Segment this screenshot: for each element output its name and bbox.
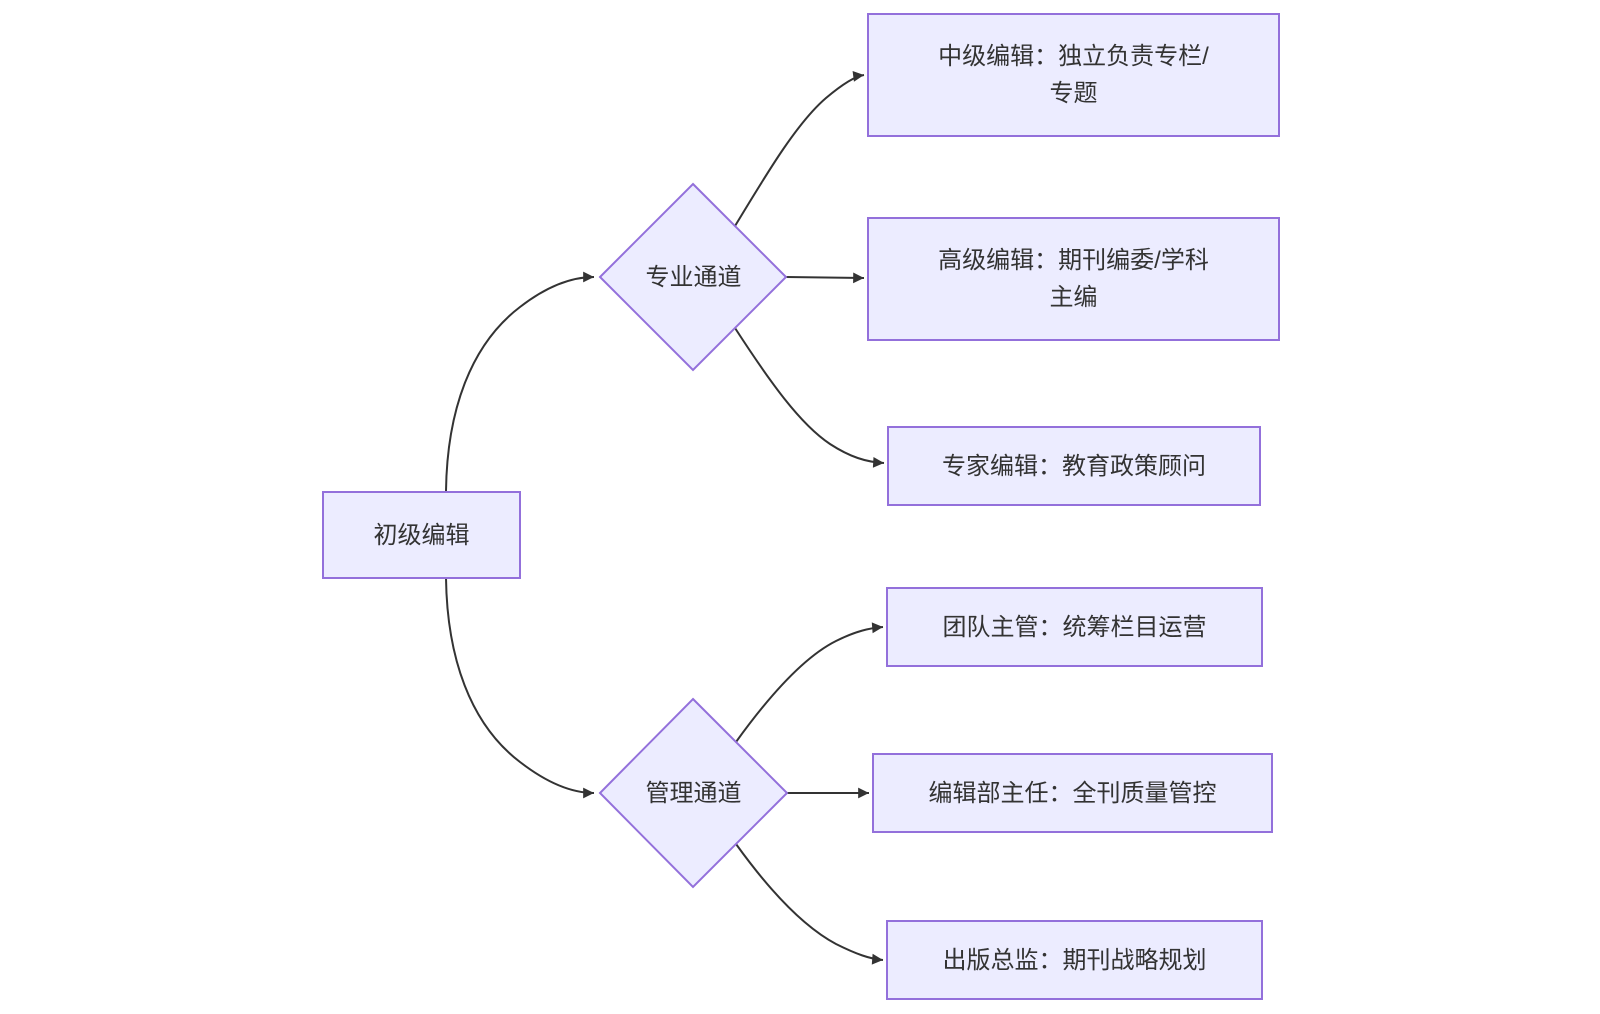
node-mid-level-editor-line2: 专题 (1049, 80, 1098, 107)
node-senior-editor-line2: 主编 (1049, 284, 1098, 311)
node-management-channel-label: 管理通道 (645, 780, 742, 807)
node-management-channel: 管理通道 (600, 699, 787, 888)
node-mid-level-editor-line1: 中级编辑：独立负责专栏/ (938, 43, 1209, 70)
edge-professional-to-mid-editor (734, 70, 865, 227)
node-publishing-director: 出版总监：期刊战略规划 (886, 920, 1263, 1000)
edge-junior-to-professional (445, 271, 595, 492)
edge-management-to-team-lead (735, 622, 884, 743)
node-editorial-director-label: 编辑部主任：全刊质量管控 (928, 779, 1217, 807)
node-team-lead: 团队主管：统筹栏目运营 (886, 587, 1263, 667)
management-channel-diamond (598, 697, 789, 889)
node-team-lead-label: 团队主管：统筹栏目运营 (942, 613, 1207, 641)
node-expert-editor: 专家编辑：教育政策顾问 (887, 426, 1261, 506)
edge-professional-to-senior-editor (785, 272, 865, 284)
node-professional-channel-label: 专业通道 (645, 264, 742, 291)
edge-management-to-publishing-director (735, 843, 884, 965)
edge-professional-to-expert-editor (734, 327, 885, 468)
node-senior-editor: 高级编辑：期刊编委/学科 主编 (867, 217, 1280, 341)
node-junior-editor: 初级编辑 (322, 491, 521, 579)
node-publishing-director-label: 出版总监：期刊战略规划 (942, 946, 1207, 974)
professional-channel-diamond (598, 182, 788, 372)
node-senior-editor-line1: 高级编辑：期刊编委/学科 (938, 247, 1209, 274)
node-expert-editor-label: 专家编辑：教育政策顾问 (942, 452, 1206, 480)
edge-junior-to-management (445, 577, 595, 799)
node-junior-editor-label: 初级编辑 (373, 521, 470, 549)
node-professional-channel: 专业通道 (600, 184, 787, 371)
node-mid-level-editor: 中级编辑：独立负责专栏/ 专题 (867, 13, 1280, 137)
node-editorial-director: 编辑部主任：全刊质量管控 (872, 753, 1273, 833)
